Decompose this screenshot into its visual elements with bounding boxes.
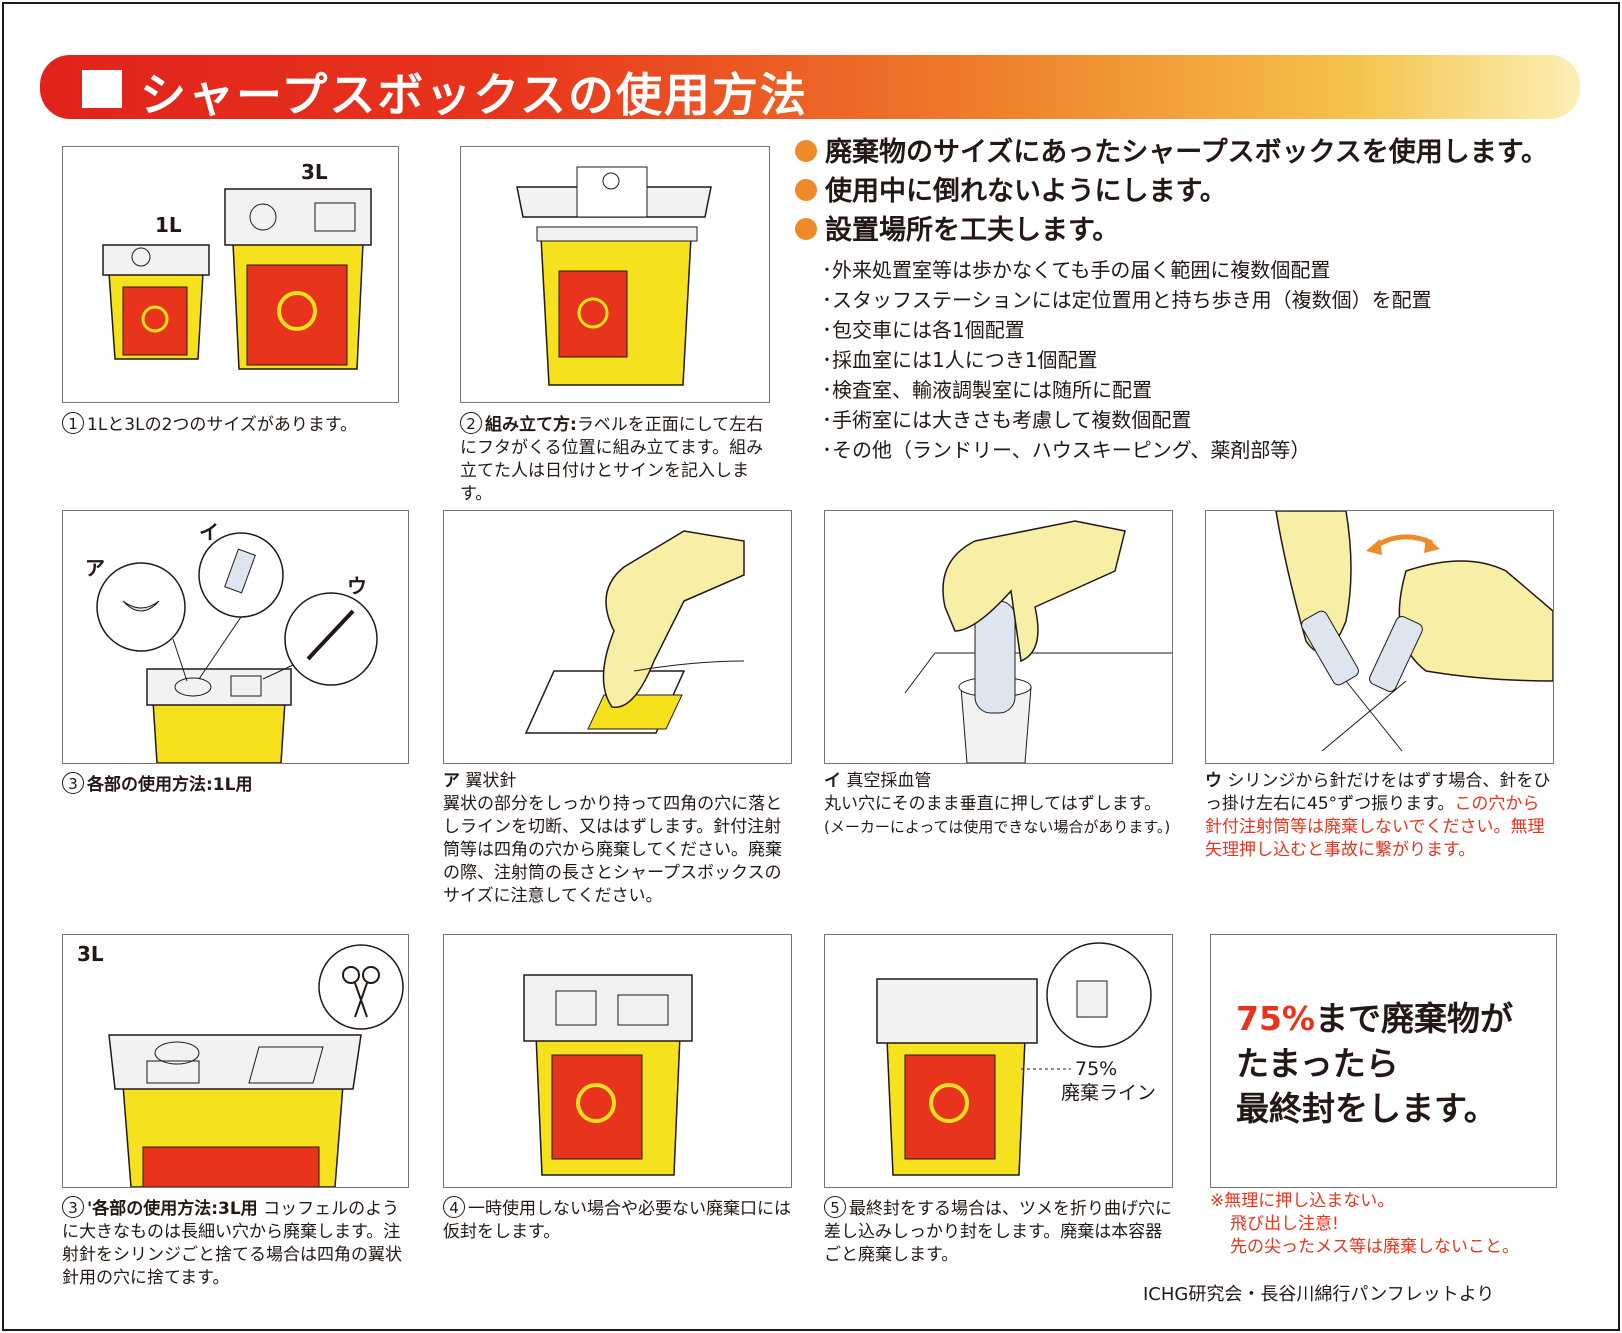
page-title: シャープスボックスの使用方法 [140, 68, 808, 122]
line-75-text: 廃棄ライン [1061, 1082, 1156, 1104]
panel-assembly [460, 146, 770, 403]
placement-item: ･外来処置室等は歩かなくても手の届く範囲に複数個配置 [822, 258, 1331, 282]
parts-3l-illustration: 3L [77, 942, 404, 1187]
placement-item: ･包交車には各1個配置 [822, 318, 1025, 342]
bullet-icon [795, 218, 817, 240]
panel-parts-3l: 3L [62, 934, 409, 1188]
placement-item: ･検査室、輸液調製室には随所に配置 [822, 378, 1152, 402]
final-seal-illustration: 75% 廃棄ライン [876, 942, 1156, 1176]
panel-final-message [1210, 934, 1557, 1188]
blood-tube-illustration [904, 520, 1172, 763]
note-3: 先の尖ったメス等は廃棄しないこと。 [1230, 1237, 1519, 1257]
point-3: 設置場所を工夫します。 [795, 208, 1119, 247]
point-3-text: 設置場所を工夫します。 [825, 215, 1120, 246]
step-number-2: 2 [460, 412, 482, 434]
caption-3-head: 各部の使用方法:1L用 [87, 775, 253, 795]
caption-u-head: ウ [1205, 771, 1222, 791]
caption-a-title: 翼状針 [465, 771, 517, 791]
final-message: 75%まで廃棄物が たまったら 最終封をします。 [1236, 996, 1513, 1131]
point-2: 使用中に倒れないようにします。 [795, 169, 1227, 208]
step-number-3: 3 [62, 772, 84, 794]
final-line-3: 最終封をします。 [1236, 1089, 1497, 1128]
label-a: ア [85, 556, 105, 580]
step-number-1: 1 [62, 412, 84, 434]
step-number-5: 5 [824, 1196, 846, 1218]
source-credit: ICHG研究会・長谷川綿行パンフレットより [1143, 1284, 1495, 1305]
bullet-icon [795, 140, 817, 162]
placement-item: ･スタッフステーションには定位置用と持ち歩き用（複数個）を配置 [822, 288, 1432, 312]
placement-list: ･外来処置室等は歩かなくても手の届く範囲に複数個配置 ･スタッフステーションには… [822, 255, 1432, 465]
parts-1l-illustration: ア イ ウ [85, 520, 378, 763]
placement-item: ･採血室には1人につき1個配置 [822, 348, 1098, 372]
caption-3b: 3'各部の使用方法:3L用 コッフェルのように大きなものは長細い穴から廃棄します… [62, 1196, 410, 1290]
point-1-text: 廃棄物のサイズにあったシャープスボックスを使用します。 [825, 137, 1549, 168]
caption-i-head: イ [824, 771, 841, 791]
assembly-illustration [516, 166, 712, 386]
label-i: イ [199, 520, 219, 544]
note-1: ※無理に押し込まない。 [1210, 1191, 1395, 1211]
title-bar: シャープスボックスの使用方法 [40, 55, 1580, 122]
caption-4-text: 一時使用しない場合や必要ない廃棄口には仮封をします。 [443, 1199, 791, 1242]
syringe-illustration [1275, 511, 1553, 752]
caption-3b-mark: ' [87, 1199, 93, 1219]
caption-a-head: ア [443, 771, 460, 791]
panel-final-seal: 75% 廃棄ライン [824, 934, 1173, 1188]
step-number-3b: 3 [62, 1196, 84, 1218]
label-u: ウ [347, 574, 367, 598]
warning-notes: ※無理に押し込まない。 飛び出し注意! 先の尖ったメス等は廃棄しないこと。 [1210, 1190, 1519, 1259]
panel-winged-needle [443, 510, 792, 764]
caption-2-head: 組み立て方: [485, 415, 577, 435]
caption-u: ウ シリンジから針だけをはずす場合、針をひっ掛け左右に45°ずつ振ります。この穴… [1205, 770, 1555, 862]
panel-parts-1l: ア イ ウ [62, 510, 409, 764]
size-3l-label-b: 3L [77, 942, 104, 966]
caption-1-text: 1Lと3Lの2つのサイズがあります。 [87, 415, 358, 435]
bullet-icon [795, 179, 817, 201]
placement-item: ･その他（ランドリー、ハウスキーピング、薬剤部等） [822, 438, 1311, 462]
caption-i: イ 真空採血管 丸い穴にそのまま垂直に押してはずします。 (メーカーによっては使… [824, 770, 1174, 839]
caption-i-note: (メーカーによっては使用できない場合があります。) [824, 818, 1171, 836]
caption-5-text: 最終封をする場合は、ツメを折り曲げ穴に差し込みしっかり封をします。廃棄は本容器ご… [824, 1199, 1172, 1265]
temporary-seal-illustration [523, 974, 693, 1176]
size-1l-label: 1L [155, 213, 182, 237]
final-line-1: まで廃棄物が [1315, 999, 1513, 1038]
point-2-text: 使用中に倒れないようにします。 [825, 176, 1227, 207]
caption-i-title: 真空採血管 [846, 771, 932, 791]
note-2: 飛び出し注意! [1230, 1214, 1339, 1234]
size-3l-label: 3L [301, 160, 328, 184]
final-75-pct: 75% [1236, 999, 1315, 1038]
caption-a-text: 翼状の部分をしっかり持って四角の穴に落としラインを切断、又ははずします。針付注射… [443, 794, 783, 906]
panel-sizes: 1L 3L [62, 146, 399, 403]
line-75-pct: 75% [1075, 1058, 1117, 1080]
panel-blood-tube [824, 510, 1173, 764]
panel-temporary-seal [443, 934, 792, 1188]
caption-3b-head: 各部の使用方法:3L用 [92, 1199, 258, 1219]
caption-u-warning: この穴から針付注射筒等は廃棄しないでください。無理矢理押し込むと事故に繋がります… [1205, 794, 1545, 860]
caption-i-text: 丸い穴にそのまま垂直に押してはずします。 [824, 794, 1162, 814]
point-1: 廃棄物のサイズにあったシャープスボックスを使用します。 [795, 130, 1548, 169]
title-square-icon [82, 70, 122, 108]
caption-3b-text: コッフェルのように大きなものは長細い穴から廃棄します。注射針をシリンジごと捨てる… [62, 1199, 402, 1288]
caption-a: ア 翼状針 翼状の部分をしっかり持って四角の穴に落としラインを切断、又ははずしま… [443, 770, 793, 908]
winged-needle-illustration [524, 530, 745, 734]
panel-syringe [1205, 510, 1554, 764]
step-number-4: 4 [443, 1196, 465, 1218]
sizes-illustration: 1L 3L [102, 160, 372, 370]
caption-u-text: シリンジから針だけをはずす場合、針をひっ掛け左右に45°ずつ振ります。 [1205, 771, 1551, 814]
placement-item: ･手術室には大きさも考慮して複数個配置 [822, 408, 1192, 432]
final-line-2: たまったら [1236, 1044, 1399, 1083]
caption-2-text: ラベルを正面にして左右にフタがくる位置に組み立てます。組み立てた人は日付けとサイ… [460, 415, 764, 504]
